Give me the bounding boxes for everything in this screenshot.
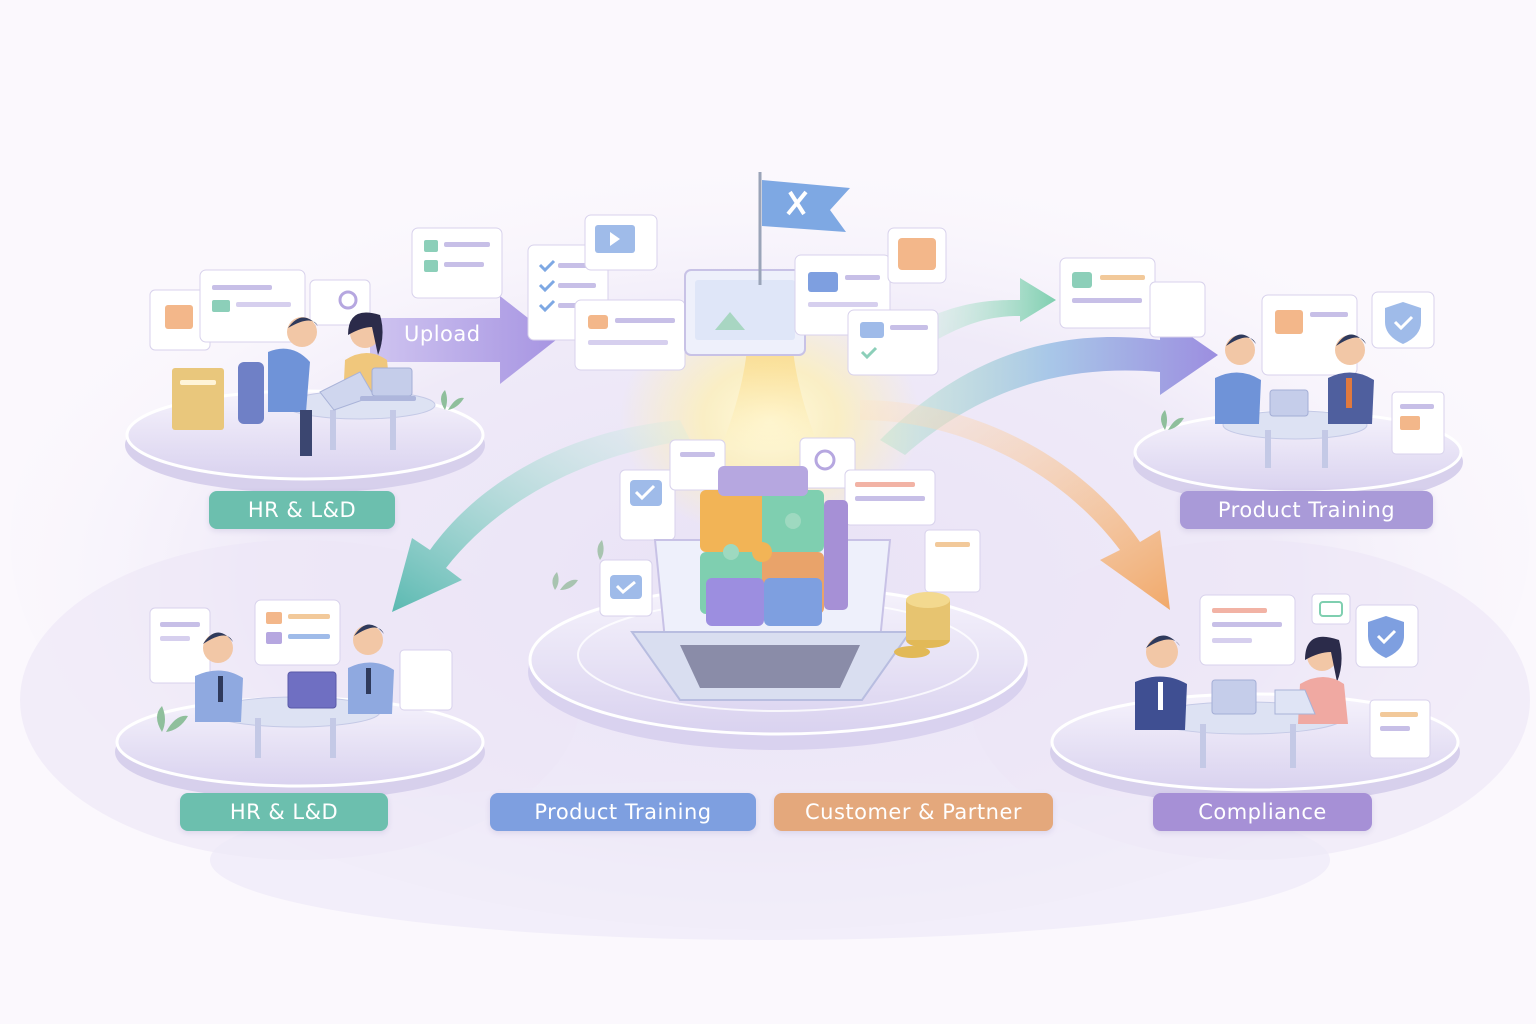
puzzle-cube-icon	[700, 466, 848, 626]
laptop-icon	[1269, 389, 1309, 417]
label-product-training-top[interactable]: Product Training	[1180, 491, 1433, 529]
label-compliance[interactable]: Compliance	[1153, 793, 1372, 831]
plant-icon	[441, 390, 464, 410]
platform-top-right	[1133, 410, 1463, 506]
arrow-to-bottom-left	[392, 420, 690, 612]
plant-icon	[1161, 410, 1184, 430]
coin-stack-icon	[894, 592, 950, 658]
video-play-icon	[610, 232, 620, 246]
laptop-icon	[287, 671, 337, 709]
flag-icon	[762, 180, 850, 232]
upload-arrow-label: Upload	[404, 322, 481, 346]
label-hr-ld-bottom[interactable]: HR & L&D	[180, 793, 388, 831]
center-hub	[552, 437, 981, 701]
book-icon	[172, 368, 224, 430]
shield-check-icon	[1385, 302, 1421, 344]
label-product-training-bottom[interactable]: Product Training	[490, 793, 756, 831]
laptop-icon	[1211, 679, 1257, 715]
document-cluster-top	[411, 172, 947, 376]
platform-bottom-left	[115, 696, 485, 800]
scene-top-right	[1059, 257, 1445, 468]
upload-arrow	[370, 296, 556, 384]
scene-top-left	[149, 269, 464, 456]
scene-bottom-right	[1135, 593, 1431, 768]
scene-bottom-left	[149, 599, 453, 758]
plant-icon	[157, 706, 188, 732]
arrow-to-top-right	[900, 278, 1056, 360]
shield-check-icon	[1368, 616, 1404, 658]
arrow-to-compliance	[860, 400, 1170, 610]
label-customer-partner[interactable]: Customer & Partner	[774, 793, 1053, 831]
arrow-to-product-training	[880, 315, 1218, 455]
label-hr-ld-top[interactable]: HR & L&D	[209, 491, 395, 529]
